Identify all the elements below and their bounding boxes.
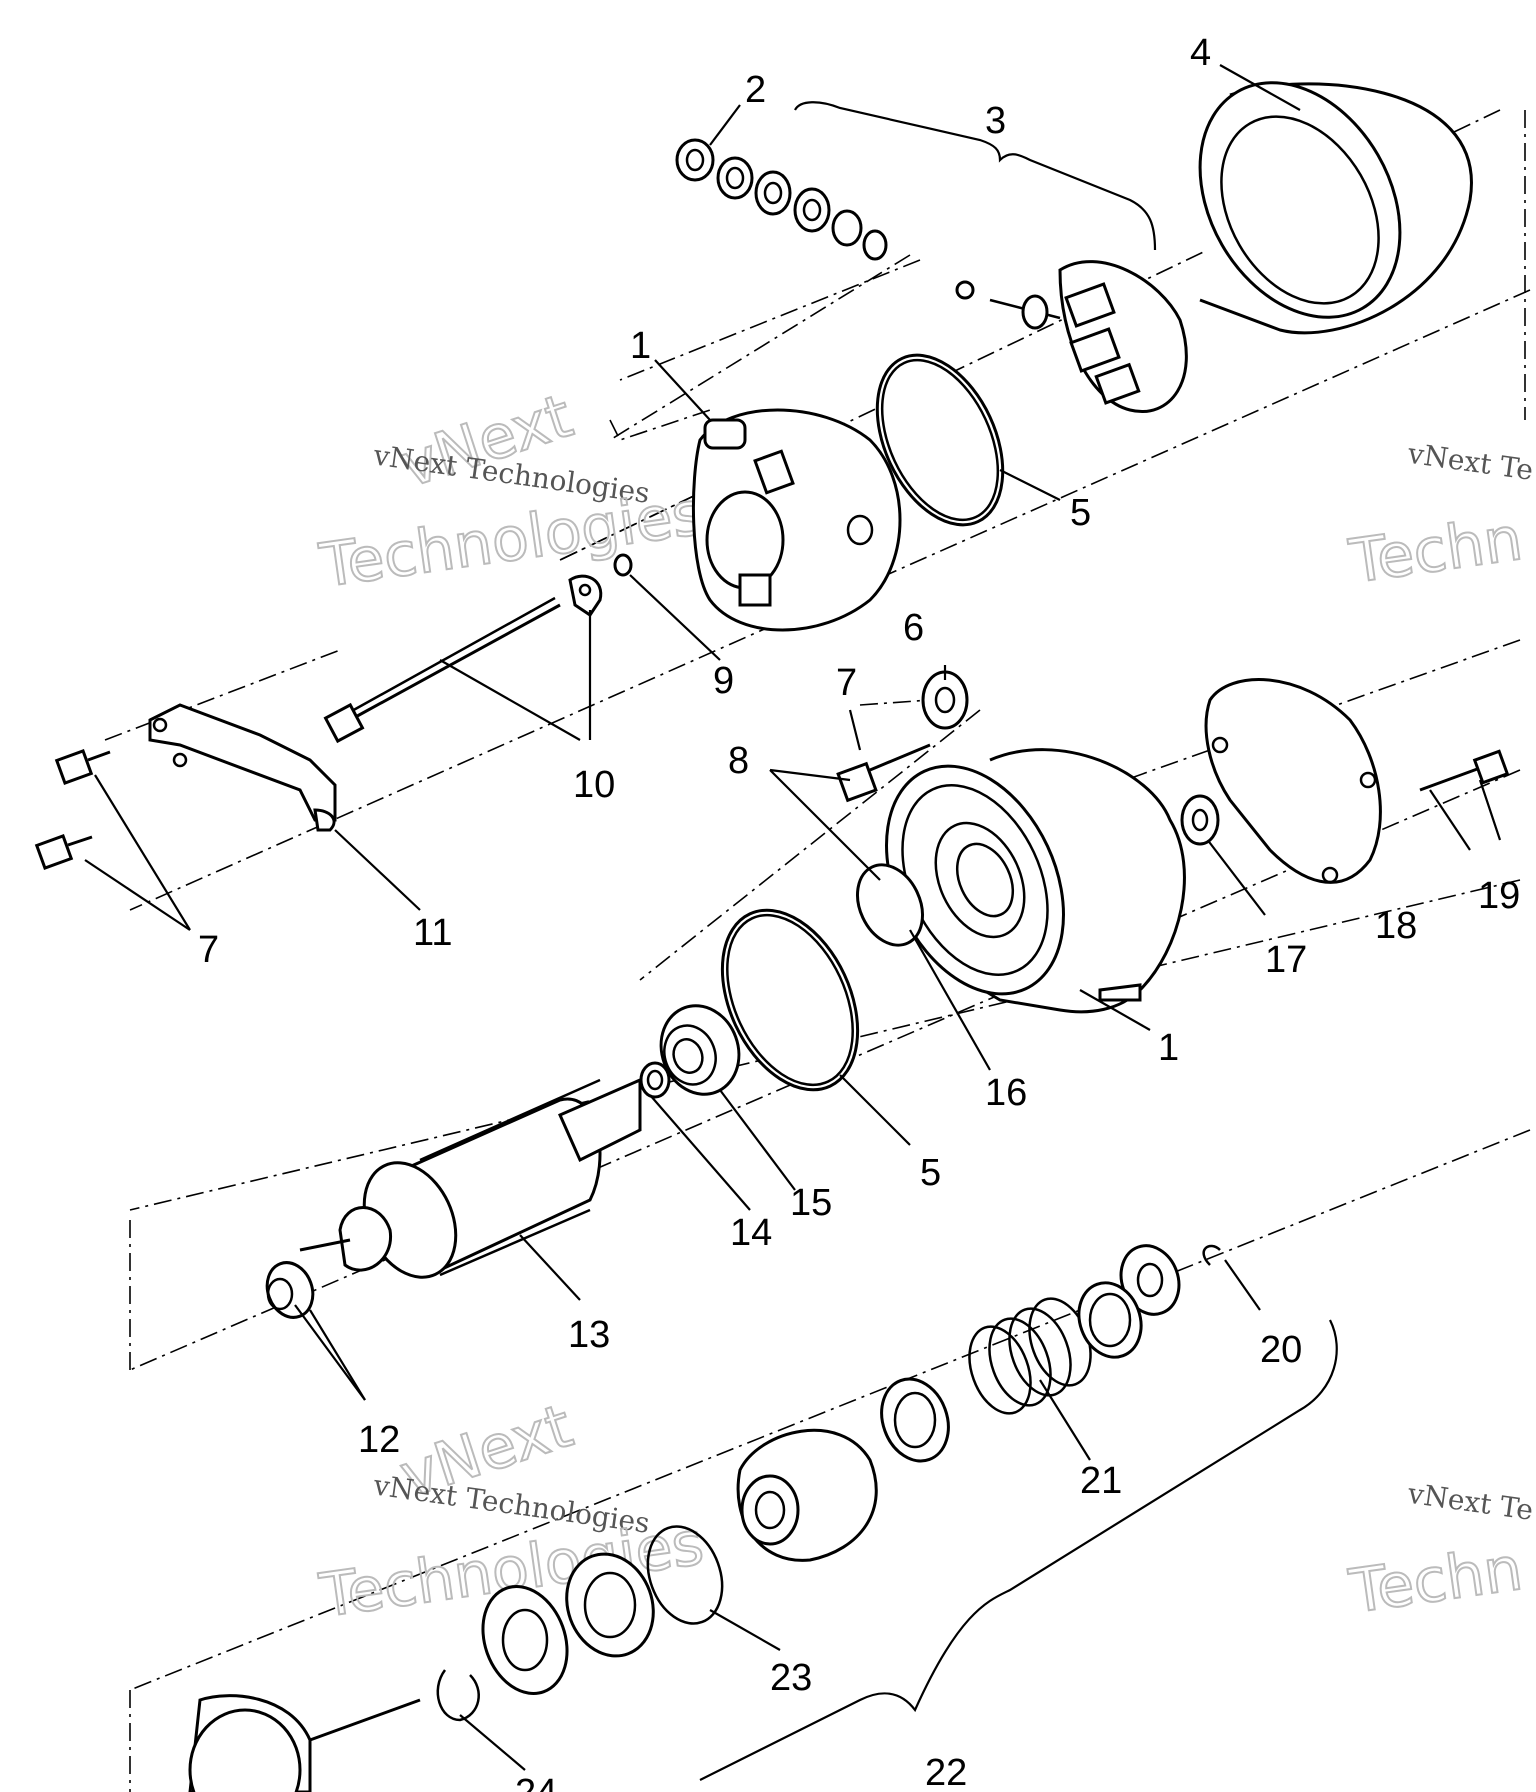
part-split-washer [565,1552,655,1658]
part-clutch-gear [736,1428,878,1562]
callout-1-bottom: 1 [1158,1027,1179,1069]
part-10-through-bolt [323,574,603,744]
watermark-edge-big-2: Techn [1345,1534,1526,1627]
watermark-big-bottom: Technologies [315,478,707,601]
callout-13: 13 [568,1314,610,1356]
part-24-circlip [436,1669,480,1722]
part-17-washer [1180,794,1220,846]
callout-19: 19 [1478,875,1520,917]
callout-9: 9 [713,660,734,702]
part-7-bolt-middle [836,743,931,803]
part-pinion-shaft [188,1694,421,1792]
part-23-clip-ring [646,1525,724,1625]
part-6-washer [921,670,969,730]
part-thrust-washer [481,1585,569,1695]
part-9-small-ring [613,553,633,577]
callout-10: 10 [573,764,615,806]
leader-lines [84,64,1502,1771]
callout-3: 3 [985,100,1006,142]
part-18-gasket [1204,678,1382,884]
part-13-armature [299,1077,642,1279]
part-14-washer [639,1061,671,1099]
callout-21: 21 [1080,1460,1122,1502]
watermark-edge-1: vNext Te [1405,437,1535,487]
callout-5-top: 5 [1070,492,1091,534]
callout-5-bottom: 5 [920,1152,941,1194]
part-5-o-ring-upper [875,353,1005,527]
part-1-rear-cover [691,408,902,632]
callout-8: 8 [728,740,749,782]
callout-4: 4 [1190,32,1211,74]
callout-20: 20 [1260,1329,1302,1371]
part-16-o-ring [856,863,924,947]
callout-2: 2 [745,69,766,111]
part-12-bushing [265,1261,315,1319]
callout-12: 12 [358,1419,400,1461]
callout-7-middle: 7 [836,662,857,704]
callout-15: 15 [790,1182,832,1224]
watermark-edge-2: vNext Te [1405,1477,1535,1527]
callout-23: 23 [770,1657,812,1699]
brace-lines [699,101,1338,1781]
callout-6: 6 [903,607,924,649]
part-3-brush-holder [955,260,1188,413]
part-collar [880,1377,950,1463]
callout-17: 17 [1265,939,1307,981]
part-1-front-housing [885,748,1186,1014]
callout-22: 22 [925,1752,967,1792]
callout-labels: 2 3 4 1 5 9 6 7 10 8 11 7 17 18 19 1 16 … [198,32,1520,1792]
callout-1-top: 1 [630,325,651,367]
watermark-edge-big-1: Techn [1345,504,1526,597]
callout-7-left: 7 [198,929,219,971]
part-15-bearing [659,1004,741,1096]
part-20-circlip-group [1077,1244,1221,1359]
part-7-bolts-left [34,749,111,870]
part-11-bracket [148,703,337,832]
callout-18: 18 [1375,905,1417,947]
callout-16: 16 [985,1072,1027,1114]
part-19-bolt [1419,749,1510,792]
part-21-spring [968,1297,1092,1415]
callout-14: 14 [730,1212,772,1254]
callout-24: 24 [515,1772,557,1792]
part-4-yoke-housing [1198,81,1473,335]
callout-11: 11 [413,912,452,954]
part-5-o-ring-lower [720,908,860,1092]
part-2-washer-stack [675,138,888,261]
